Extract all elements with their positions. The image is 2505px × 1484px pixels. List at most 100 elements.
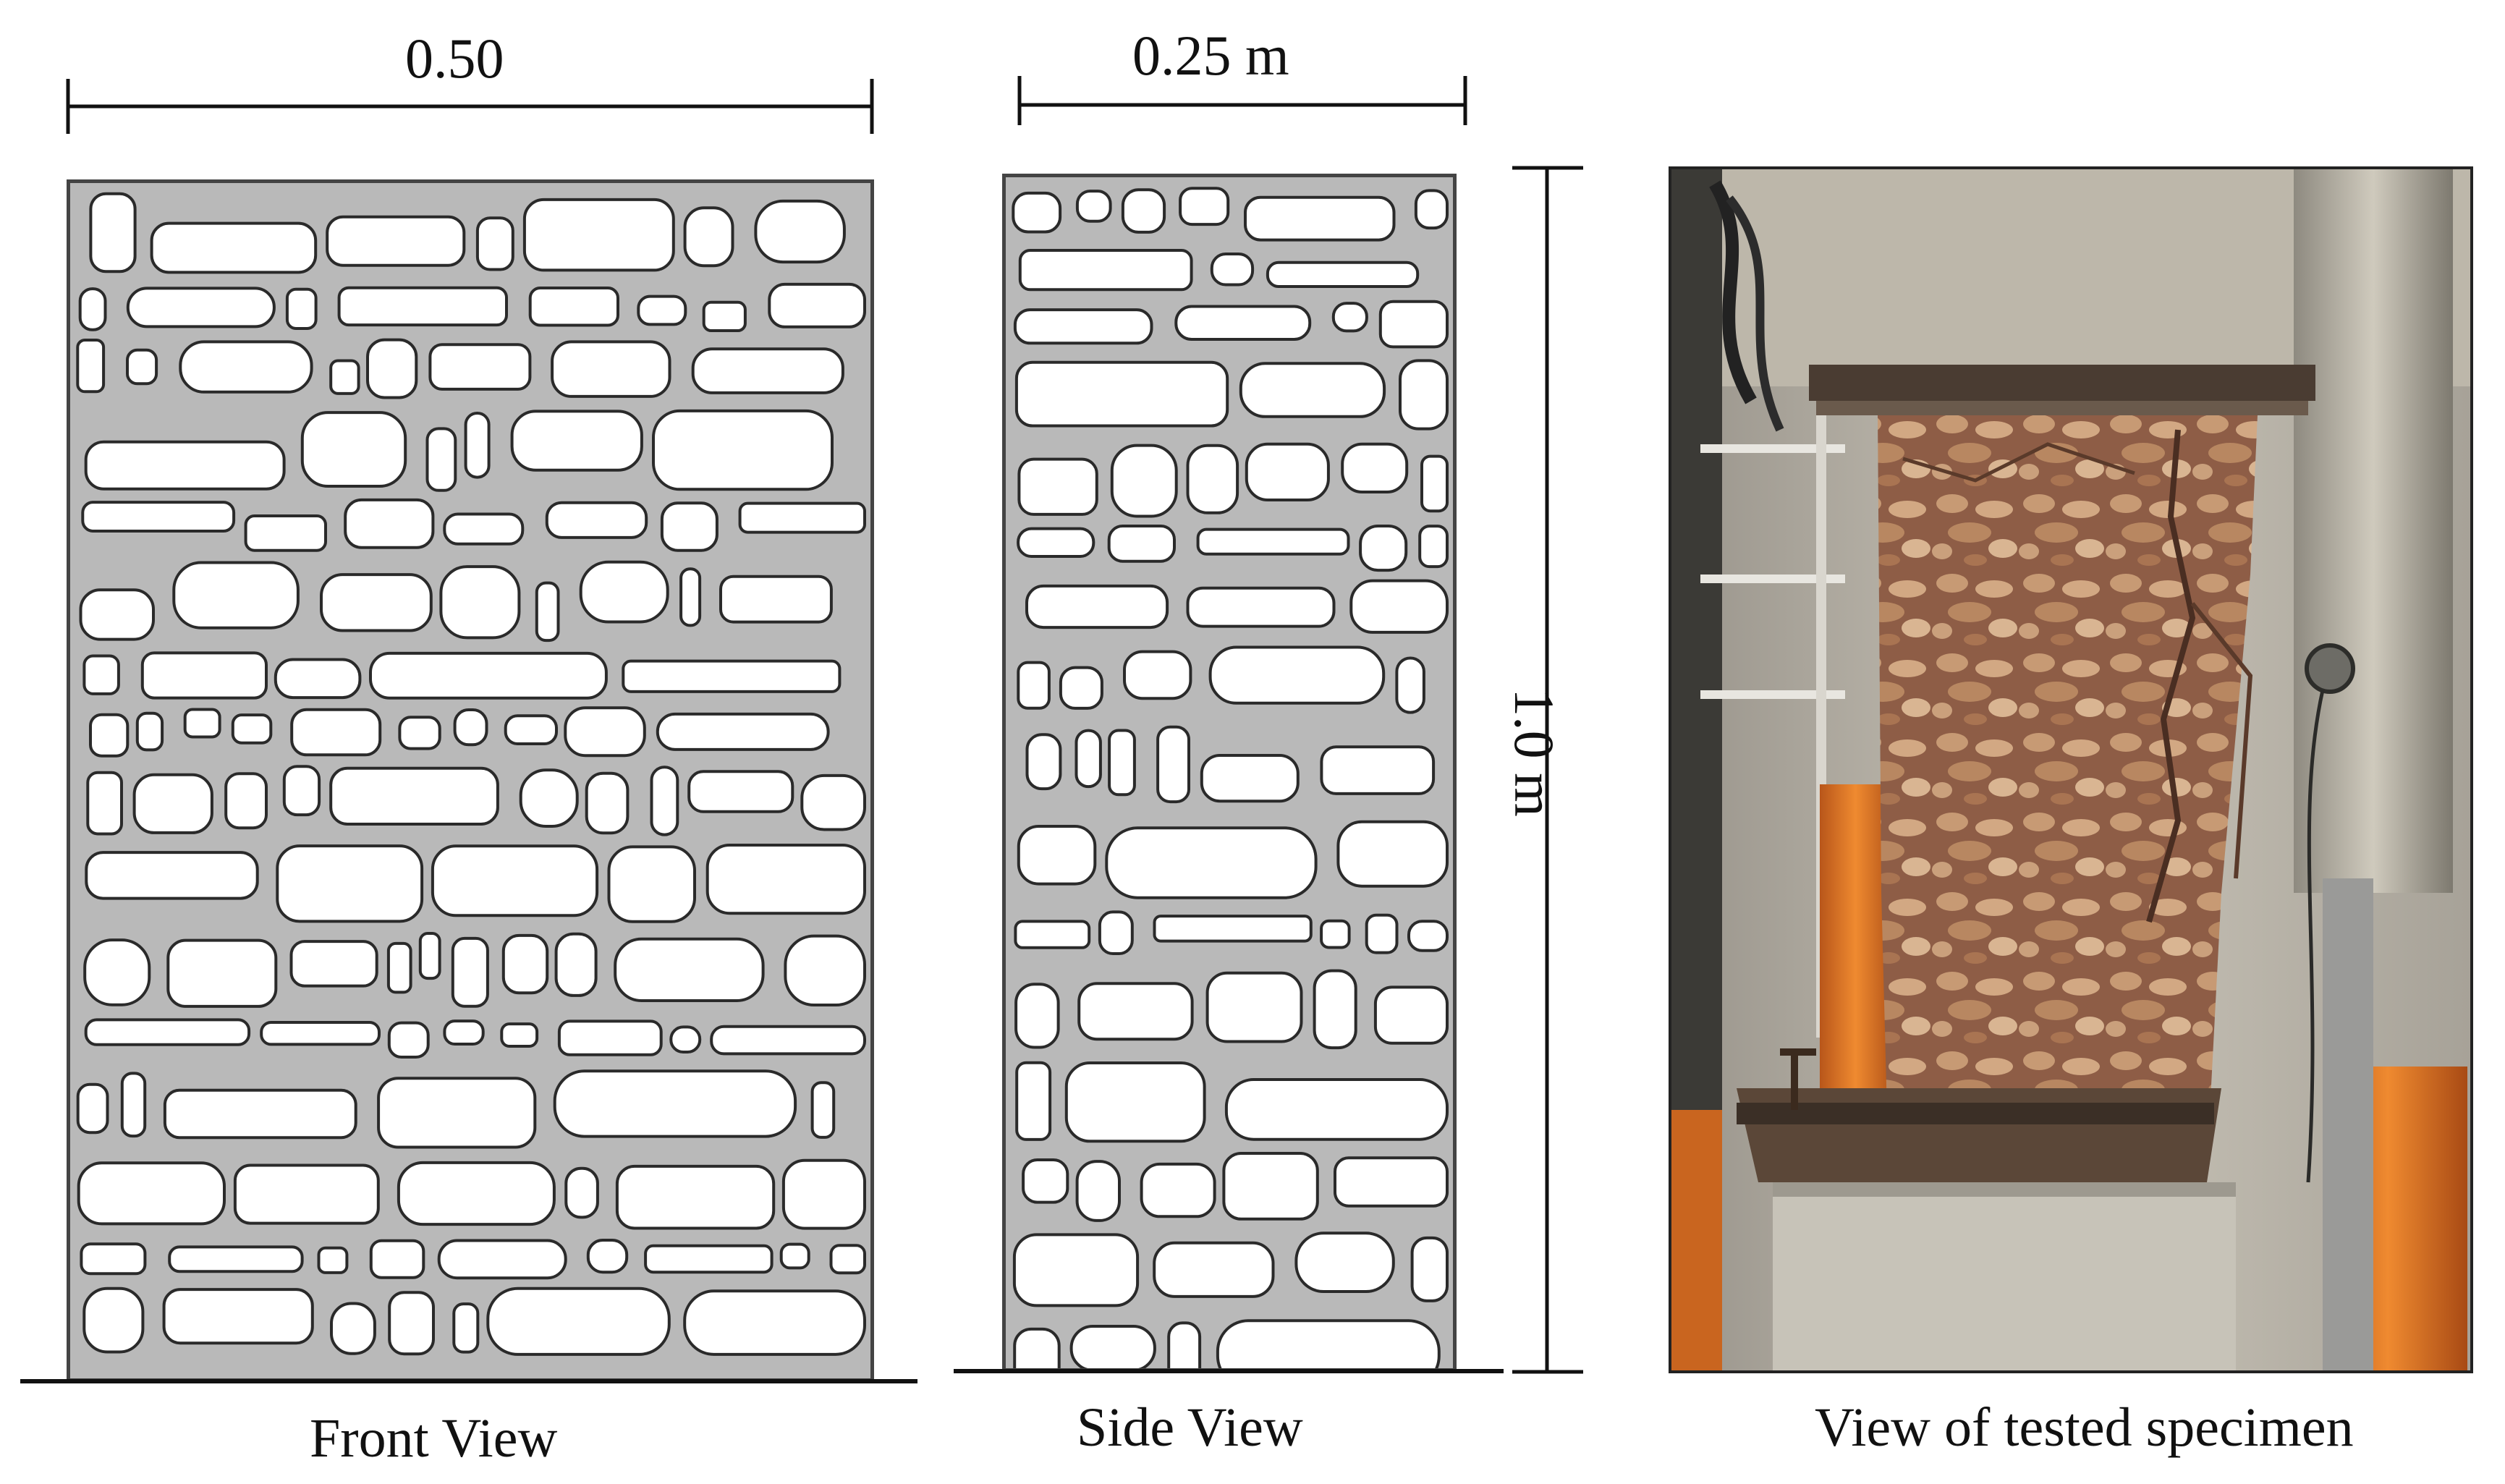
stone bbox=[1075, 729, 1102, 789]
stone bbox=[126, 287, 276, 328]
stone bbox=[150, 221, 318, 274]
stone bbox=[1059, 666, 1103, 710]
stone bbox=[768, 282, 866, 328]
stone bbox=[522, 198, 675, 272]
stone bbox=[1222, 1152, 1319, 1221]
stone bbox=[504, 714, 559, 745]
stone bbox=[1108, 729, 1136, 797]
stone bbox=[669, 1025, 702, 1054]
stone bbox=[120, 1072, 147, 1138]
stone bbox=[329, 359, 360, 395]
stone bbox=[1098, 910, 1134, 956]
stone bbox=[1014, 360, 1229, 428]
stone bbox=[369, 1239, 425, 1279]
stone bbox=[231, 713, 273, 745]
stone bbox=[510, 410, 643, 472]
stone bbox=[1205, 971, 1303, 1043]
stone bbox=[705, 844, 867, 915]
stone bbox=[1334, 1156, 1449, 1208]
stone bbox=[1179, 187, 1230, 226]
stone bbox=[320, 573, 433, 632]
stone bbox=[418, 932, 441, 980]
stone bbox=[244, 514, 328, 552]
stone bbox=[397, 1161, 556, 1226]
stone bbox=[431, 844, 599, 917]
side-width-label: 0.25 m bbox=[1132, 24, 1289, 87]
stone bbox=[274, 658, 362, 700]
stone bbox=[656, 712, 830, 751]
stone bbox=[1025, 584, 1169, 629]
stone bbox=[1244, 195, 1396, 242]
stone bbox=[1208, 645, 1386, 705]
stone bbox=[1075, 1160, 1121, 1222]
stone bbox=[183, 708, 221, 739]
stone bbox=[377, 1077, 537, 1149]
stone bbox=[579, 560, 669, 624]
stone bbox=[84, 440, 286, 491]
stone bbox=[829, 1244, 866, 1275]
stone bbox=[1266, 260, 1420, 289]
stone bbox=[719, 574, 833, 624]
stone bbox=[1110, 444, 1178, 518]
stone bbox=[166, 938, 278, 1008]
stone bbox=[687, 770, 794, 813]
stone bbox=[586, 1239, 629, 1274]
stone bbox=[500, 1022, 539, 1048]
stone bbox=[554, 932, 598, 997]
stone bbox=[1121, 188, 1166, 234]
stone bbox=[1216, 1319, 1441, 1368]
stone bbox=[1186, 586, 1336, 628]
stone bbox=[285, 287, 318, 330]
stone bbox=[83, 938, 151, 1006]
stone bbox=[79, 588, 155, 641]
stone bbox=[1245, 442, 1330, 501]
stone bbox=[1407, 920, 1449, 952]
stone bbox=[1012, 191, 1062, 234]
stone bbox=[650, 766, 679, 836]
stone bbox=[702, 300, 747, 333]
stone bbox=[140, 651, 268, 700]
stone bbox=[1196, 527, 1350, 556]
stone bbox=[443, 512, 525, 546]
stone bbox=[1349, 579, 1449, 634]
stone bbox=[82, 1286, 145, 1354]
stone bbox=[1313, 969, 1357, 1050]
stone bbox=[1153, 1241, 1275, 1298]
stone bbox=[80, 1242, 147, 1276]
stone bbox=[224, 772, 268, 830]
stone bbox=[1174, 305, 1312, 341]
height-label: 1.0 m bbox=[1503, 688, 1566, 817]
stone bbox=[398, 716, 441, 750]
stone bbox=[1365, 913, 1399, 954]
stone bbox=[652, 409, 834, 491]
stone bbox=[388, 1291, 436, 1356]
stone bbox=[464, 412, 491, 479]
stone bbox=[132, 773, 213, 834]
stone bbox=[1105, 826, 1318, 899]
stone bbox=[564, 706, 646, 758]
stone bbox=[1015, 1061, 1052, 1141]
stone bbox=[501, 933, 549, 995]
stone bbox=[86, 771, 123, 836]
tested-specimen-photo bbox=[1669, 166, 2473, 1373]
stone bbox=[1018, 249, 1193, 292]
stone bbox=[1378, 300, 1449, 349]
stone bbox=[1224, 1078, 1449, 1141]
stone bbox=[691, 347, 844, 394]
stone bbox=[428, 343, 532, 391]
stone bbox=[1418, 525, 1449, 569]
stone bbox=[443, 1019, 485, 1046]
stone bbox=[1336, 820, 1449, 888]
stone bbox=[366, 338, 418, 399]
stone bbox=[1140, 1162, 1216, 1218]
stone bbox=[1017, 825, 1097, 886]
stone bbox=[781, 1158, 867, 1230]
stone bbox=[81, 501, 236, 533]
stone bbox=[622, 659, 842, 693]
side-width-dimension-line bbox=[1017, 76, 1467, 125]
stone bbox=[1013, 308, 1153, 345]
stone bbox=[1294, 1231, 1395, 1293]
stone bbox=[519, 768, 579, 828]
stone bbox=[1320, 919, 1351, 949]
stone bbox=[452, 1302, 480, 1354]
